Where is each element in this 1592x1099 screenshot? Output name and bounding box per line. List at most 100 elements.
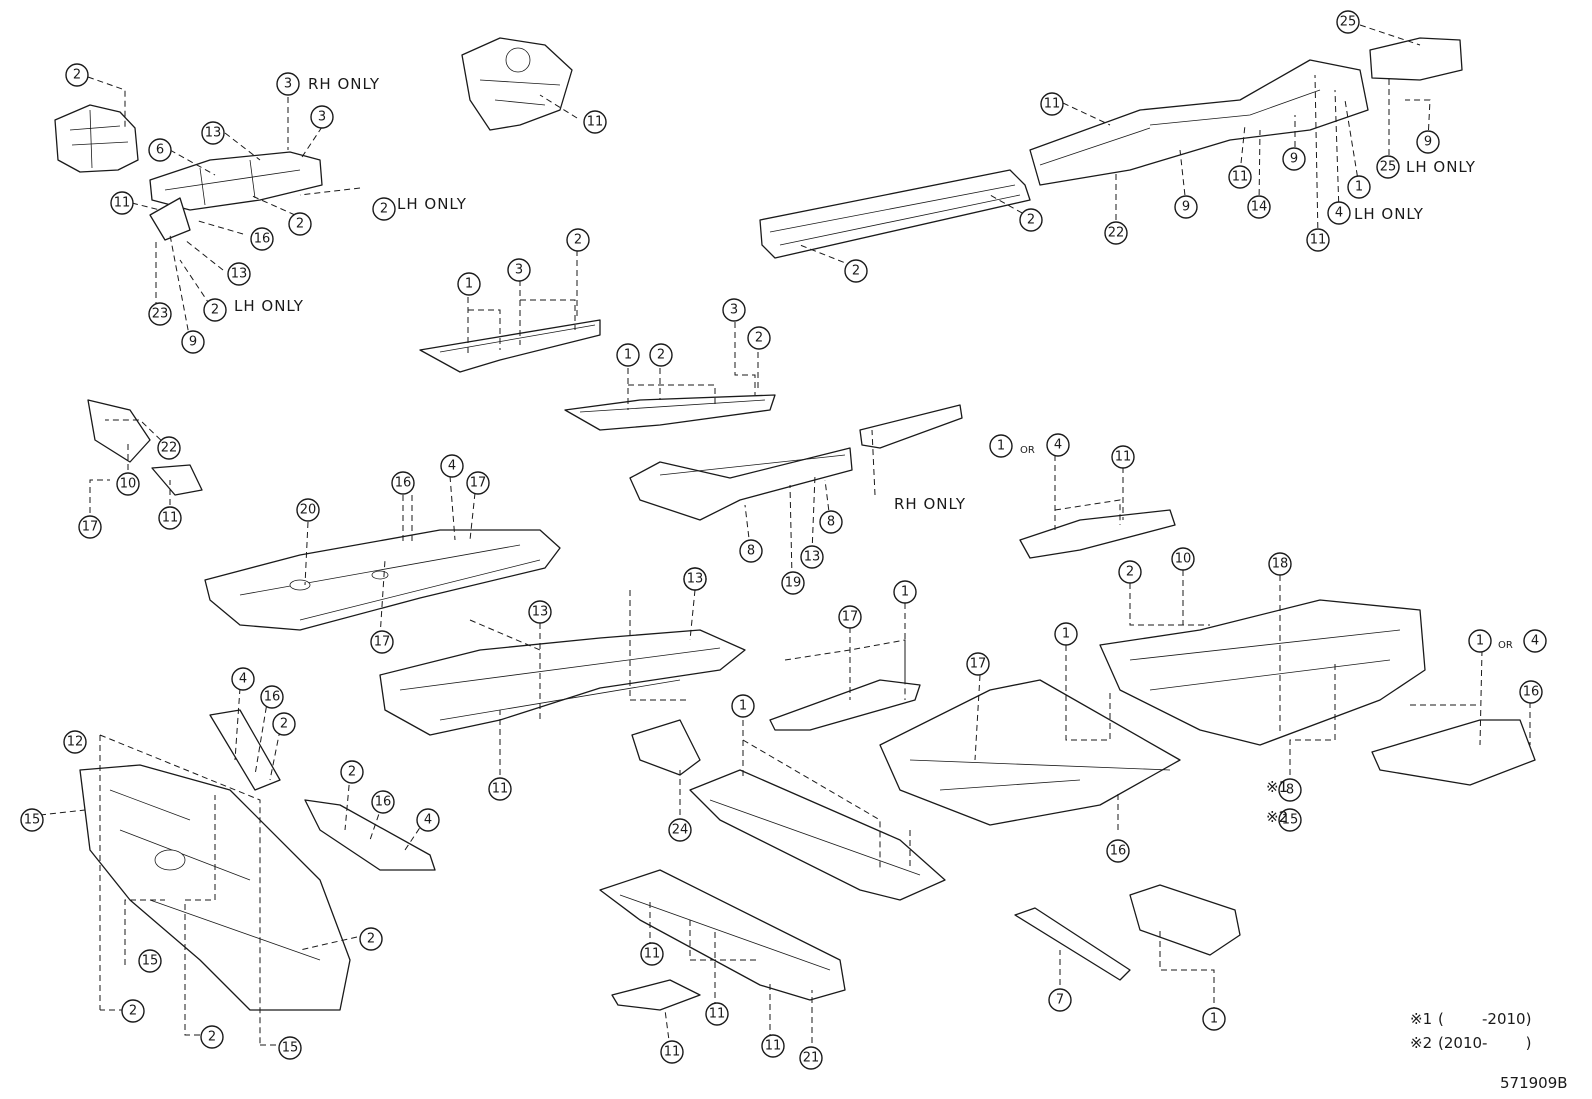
callout-10: 10 — [116, 472, 140, 496]
callout-circle — [440, 454, 464, 478]
callout-3: 3 — [310, 105, 334, 129]
callout-number: 10 — [1175, 552, 1192, 567]
rear-floor-pan — [1099, 599, 1426, 746]
callout-number: 8 — [827, 515, 835, 530]
callout-number: 16 — [1523, 685, 1540, 700]
callout-17: 17 — [838, 605, 862, 629]
callout-circle — [203, 298, 227, 322]
callout-number: 1 — [465, 277, 473, 292]
callout-number: 2 — [367, 932, 375, 947]
callout-number: 2 — [208, 1030, 216, 1045]
front-floor-pan — [204, 529, 561, 631]
callout-number: 17 — [970, 657, 987, 672]
callout-number: 2 — [755, 331, 763, 346]
callout-circle — [1247, 195, 1271, 219]
callout-circle — [201, 121, 225, 145]
callout-13: 13 — [528, 600, 552, 624]
callout-number: 9 — [189, 335, 197, 350]
callout-15: 15 — [1278, 808, 1302, 832]
callout-6: 6 — [148, 138, 172, 162]
callout-11: 11 — [660, 1040, 684, 1064]
callout-number: 2 — [280, 717, 288, 732]
floor-rail — [1014, 907, 1131, 981]
callout-16: 16 — [371, 790, 395, 814]
callout-number: 14 — [1251, 200, 1268, 215]
callout-8: 8 — [819, 510, 843, 534]
callout-8: 8 — [1278, 778, 1302, 802]
callout-circle — [1278, 778, 1302, 802]
callout-circle — [278, 1036, 302, 1060]
callout-number: 2 — [129, 1004, 137, 1019]
callout-2: 2 — [747, 326, 771, 350]
callout-17: 17 — [966, 652, 990, 676]
callout-16: 16 — [260, 685, 284, 709]
callout-circle — [227, 262, 251, 286]
callout-20: 20 — [296, 498, 320, 522]
callout-circle — [1306, 228, 1330, 252]
callout-18: 18 — [1268, 552, 1292, 576]
callout-2: 2 — [272, 712, 296, 736]
callout-mark-note2: ※2 — [1266, 808, 1288, 826]
callout-circle — [63, 730, 87, 754]
front-side-member-lower — [149, 197, 191, 241]
callout-circle — [660, 1040, 684, 1064]
callout-16: 16 — [250, 227, 274, 251]
callout-number: 12 — [67, 735, 84, 750]
callout-circle — [20, 808, 44, 832]
callout-14: 14 — [1247, 195, 1271, 219]
callout-number: 3 — [515, 263, 523, 278]
callout-7: 7 — [1048, 988, 1072, 1012]
rear-frame-member — [1029, 59, 1369, 186]
callout-number: 11 — [1044, 97, 1061, 112]
callout-circle — [800, 545, 824, 569]
callout-number: 16 — [254, 232, 271, 247]
callout-number: 1 — [1210, 1012, 1218, 1027]
note-lh-only-25: LH ONLY — [1406, 158, 1476, 176]
callout-circle — [359, 927, 383, 951]
callout-number: 1 — [901, 585, 909, 600]
callout-number: 17 — [842, 610, 859, 625]
callout-13: 13 — [683, 567, 707, 591]
note-lh-only-2a: LH ONLY — [397, 195, 467, 213]
callout-4: 4 — [1046, 433, 1070, 457]
callout-circle — [1171, 547, 1195, 571]
callout-number: 4 — [1335, 206, 1343, 221]
rear-floor-under-member — [599, 869, 846, 1001]
callout-circle — [276, 72, 300, 96]
notes: RH ONLY LH ONLY LH ONLY LH ONLY LH ONLY … — [234, 75, 1513, 826]
callout-circle — [683, 567, 707, 591]
callout-1: 1 — [731, 694, 755, 718]
callout-number: 9 — [1182, 200, 1190, 215]
callout-circle — [844, 259, 868, 283]
callout-1: 1 — [1347, 175, 1371, 199]
callout-22: 22 — [157, 436, 181, 460]
callout-number: 25 — [1380, 160, 1397, 175]
callout-circle — [739, 539, 763, 563]
callout-4: 4 — [1523, 629, 1547, 653]
callout-2: 2 — [288, 212, 312, 236]
callout-circle — [705, 1002, 729, 1026]
callout-circle — [1048, 988, 1072, 1012]
callout-2: 2 — [340, 760, 364, 784]
callout-circle — [1519, 680, 1543, 704]
callout-9: 9 — [1416, 130, 1440, 154]
dash-bracket-lower — [151, 464, 203, 496]
callout-number: 11 — [162, 511, 179, 526]
callout-number: 11 — [1310, 233, 1327, 248]
callout-13: 13 — [201, 121, 225, 145]
callout-circle — [1118, 560, 1142, 584]
callout-number: 22 — [161, 441, 178, 456]
front-side-member-upper — [149, 151, 323, 211]
callout-number: 2 — [657, 348, 665, 363]
callout-number: 15 — [142, 954, 159, 969]
callout-circle — [457, 272, 481, 296]
callout-2: 2 — [372, 197, 396, 221]
callout-circle — [466, 471, 490, 495]
callout-circle — [1327, 201, 1351, 225]
callout-circle — [310, 105, 334, 129]
callout-16: 16 — [391, 471, 415, 495]
rocker-panel-inner-rear — [564, 394, 776, 431]
callout-25: 25 — [1376, 155, 1400, 179]
callout-circle — [157, 436, 181, 460]
callout-12: 12 — [63, 730, 87, 754]
